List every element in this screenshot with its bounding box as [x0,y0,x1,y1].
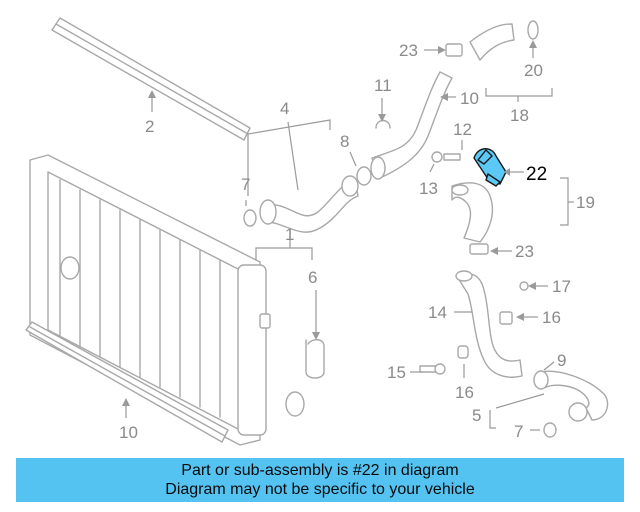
callout-4: 4 [280,99,289,118]
clamp-7-right [543,422,557,438]
part-22-highlighted[interactable] [473,148,507,187]
clip-6 [305,339,325,379]
banner-line-disclaimer: Diagram may not be specific to your vehi… [165,481,475,498]
callout-20: 19 [576,193,595,212]
info-banner: Part or sub-assembly is #22 in diagram D… [16,458,624,502]
hose-21-part [445,20,539,61]
pipe-20-part [451,182,494,255]
callout-14: 14 [428,303,447,322]
callout-23-top: 23 [399,41,418,60]
callout-23-bottom: 23 [515,242,534,261]
bolt-15 [419,363,446,375]
pipe-10-part [370,71,453,180]
intercooler-part [29,154,305,446]
callout-21: 20 [524,61,543,80]
hose-4-part [259,175,359,233]
callout-7-right: 7 [514,422,523,441]
callout-9: 9 [557,351,566,370]
callout-6: 6 [308,268,317,287]
callout-5: 5 [472,406,481,425]
upper-rail-part [51,17,251,141]
callout-10: 10 [460,89,479,108]
banner-line-part-number: Part or sub-assembly is #22 in diagram [181,462,459,479]
pipe-14-part [455,270,529,378]
callout-19: 18 [510,106,529,125]
callout-17: 16 [542,308,561,327]
bolt-12-13 [431,151,461,163]
leader-lines [122,40,574,431]
callout-1: 1 [285,225,294,244]
clamp-7-left [243,209,257,227]
callout-22-highlighted: 22 [526,164,547,185]
callout-8: 8 [340,132,349,151]
callout-7-left: 7 [241,175,250,194]
callout-2: 2 [145,117,154,136]
callout-13: 13 [419,179,438,198]
callout-18: 17 [552,277,571,296]
clip-11 [375,119,391,129]
callout-12: 12 [453,120,472,139]
callout-11: 11 [374,76,392,95]
hose-5-part [533,370,609,422]
callout-15: 15 [387,363,406,382]
callout-16: 16 [455,383,474,402]
lower-rail-part [25,321,229,443]
nut-16 [457,345,469,359]
clamp-8 [356,166,372,186]
parts-diagram: 2 10 4 1 6 7 8 11 10 12 13 23 20 18 22 1… [25,17,609,446]
callout-labels: 2 10 4 1 6 7 8 11 10 12 13 23 20 18 22 1… [119,41,595,442]
callout-3: 10 [119,423,138,442]
